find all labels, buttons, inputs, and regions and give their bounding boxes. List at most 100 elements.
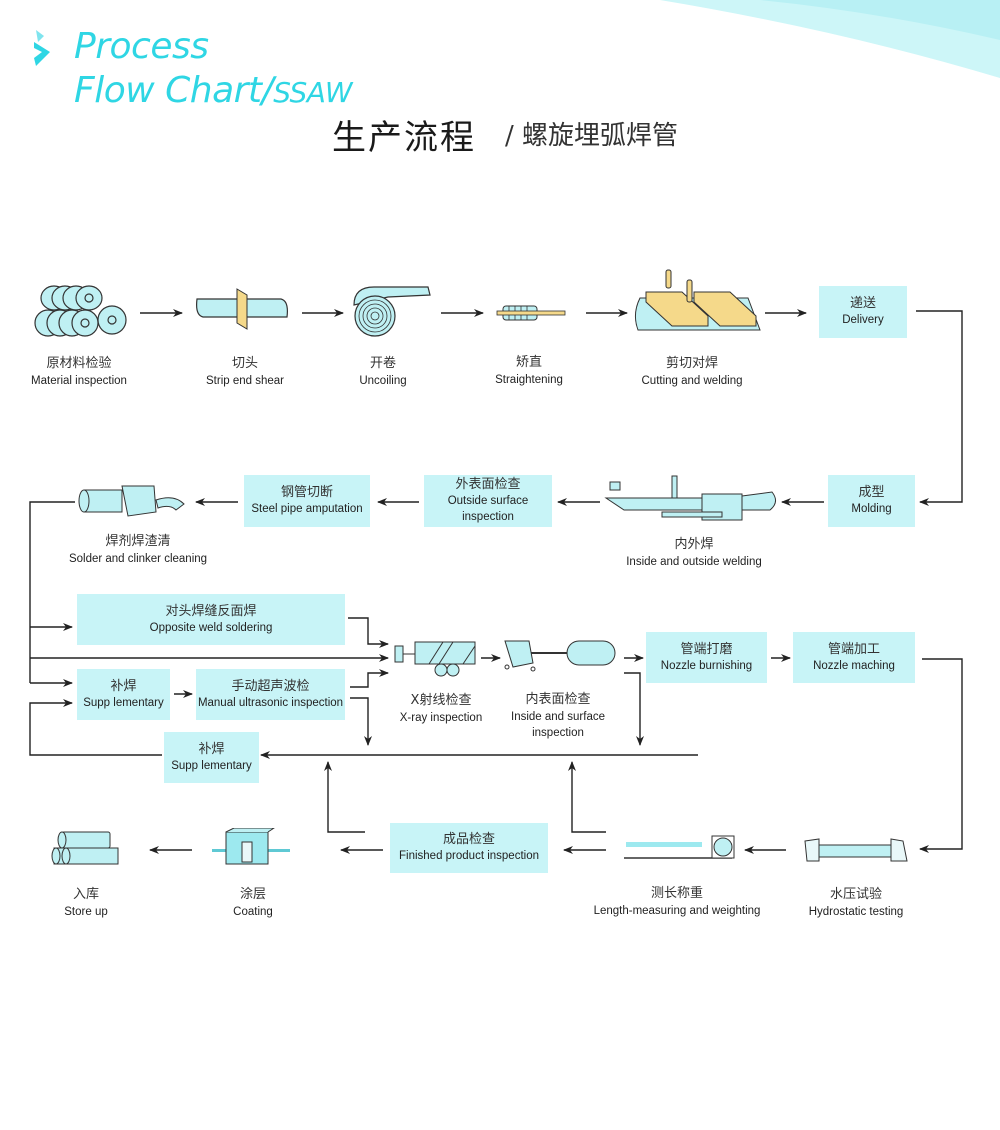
title-cn: 生产流程 <box>332 118 476 158</box>
header-swoosh-decoration <box>660 0 1000 78</box>
steel-coils-icon <box>34 285 127 337</box>
title-en-line2: Flow Chart/SSAW <box>74 70 353 111</box>
step-label-en: Manual ultrasonic inspection <box>197 696 344 709</box>
step-label-en: Supp lementary <box>83 696 164 709</box>
step-straightening: 矫直 Straightening <box>495 354 563 388</box>
welding-machine-icon <box>604 475 776 521</box>
step-finished-product-box: 成品检查 Finished product inspection <box>390 823 548 873</box>
step-label-cn: 递送 <box>849 296 876 311</box>
step-label-cn: 内外焊 <box>674 537 714 552</box>
uncoiling-icon <box>353 286 431 337</box>
step-supplementary-1-box: 补焊 Supp lementary <box>77 669 170 720</box>
step-label-en: Nozzle maching <box>813 659 895 672</box>
step-label-en: Finished product inspection <box>399 850 539 862</box>
line-ultrasonic-to-xray <box>350 669 389 688</box>
line-supp2-to-supp1 <box>29 699 162 756</box>
step-label-en: Store up <box>64 906 108 918</box>
step-label-en: Supp lementary <box>171 759 252 772</box>
step-label-en: Delivery <box>842 314 884 326</box>
coating-booth-icon <box>212 828 290 865</box>
line-length-up <box>568 761 606 833</box>
line-opposite-weld-to-xray <box>348 617 389 648</box>
step-label-cn: 补焊 <box>110 678 137 694</box>
step-label-en: Opposite weld soldering <box>149 621 273 634</box>
line-ultrasonic-down <box>350 697 372 746</box>
title-en-suffix: SSAW <box>273 76 353 109</box>
step-label-en: X-ray inspection <box>399 712 483 724</box>
step-cutting-welding: 剪切对焊 Cutting and welding <box>641 355 742 389</box>
step-label-cn: X射线检查 <box>410 693 472 708</box>
step-ultrasonic-box: 手动超声波检 Manual ultrasonic inspection <box>196 669 345 720</box>
step-label-en: Uncoiling <box>359 375 407 387</box>
subtitle-cn: / 螺旋埋弧焊管 <box>505 121 679 151</box>
step-label-cn: 切头 <box>231 356 258 371</box>
step-label-cn: 钢管切断 <box>280 485 333 500</box>
step-label-cn: 测长称重 <box>650 886 703 901</box>
solder-cleaning-icon <box>78 485 185 517</box>
brand-chevron-icon <box>34 30 50 66</box>
xray-machine-icon <box>394 641 476 677</box>
step-label-cn: 成型 <box>858 485 885 500</box>
step-label-cn: 原材料检验 <box>46 356 112 371</box>
step-nozzle-burnishing-box: 管端打磨 Nozzle burnishing <box>646 632 767 683</box>
step-label-cn: 剪切对焊 <box>665 356 719 371</box>
step-label-en: Hydrostatic testing <box>808 906 904 918</box>
step-hydrostatic-testing: 水压试验 Hydrostatic testing <box>809 886 904 920</box>
step-label-en: Straightening <box>495 374 563 386</box>
step-inside-surface-inspection: 内表面检查 Inside and surface inspection <box>511 691 605 741</box>
line-inside-down <box>624 672 644 746</box>
line-maching-to-hydrostatic <box>919 658 963 853</box>
step-xray-inspection: X射线检查 X-ray inspection <box>400 692 482 726</box>
step-label-cn: 对头焊缝反面焊 <box>165 603 257 619</box>
step-amputation-box: 钢管切断 Steel pipe amputation <box>244 475 370 527</box>
step-supplementary-2-box: 补焊 Supp lementary <box>164 732 259 783</box>
step-label-en: Inside and outside welding <box>626 556 762 568</box>
step-label-cn: 成品检查 <box>442 832 495 847</box>
step-label-cn: 开卷 <box>369 356 396 371</box>
step-uncoiling: 开卷 Uncoiling <box>359 355 406 389</box>
step-inside-outside-welding: 内外焊 Inside and outside welding <box>626 536 762 570</box>
step-label-en: Strip end shear <box>206 375 284 387</box>
step-label-en: Length-measuring and weighting <box>593 905 761 917</box>
length-weighing-icon <box>624 835 735 859</box>
step-label-en: Steel pipe amputation <box>251 503 363 515</box>
straightening-icon <box>496 305 566 321</box>
line-cleaning-trunk <box>29 501 75 683</box>
line-delivery-to-molding <box>916 310 963 506</box>
step-label-en: Nozzle burnishing <box>660 659 753 672</box>
step-label-cn: 涂层 <box>239 887 267 902</box>
step-label-cn: 手动超声波检 <box>231 678 310 694</box>
step-label-en: Molding <box>851 503 892 515</box>
title-en-line1: Process <box>74 26 209 67</box>
step-length-measuring: 测长称重 Length-measuring and weighting <box>594 885 761 919</box>
stored-pipes-icon <box>51 831 119 865</box>
step-label-cn: 内表面检查 <box>525 692 591 707</box>
hydrostatic-test-icon <box>804 838 908 862</box>
title-en-main: Flow Chart/ <box>74 70 274 111</box>
step-label-en: Inside and surface <box>511 711 605 723</box>
step-delivery-box: 递送 Delivery <box>819 286 907 338</box>
step-label-cn: 矫直 <box>515 355 542 370</box>
step-strip-end-shear: 切头 Strip end shear <box>206 355 284 389</box>
step-label-cn: 焊剂焊渣清 <box>105 534 171 549</box>
step-label-cn: 外表面检查 <box>455 477 521 492</box>
step-label-cn: 水压试验 <box>829 887 883 902</box>
step-label-en: Cutting and welding <box>641 375 743 387</box>
step-store-up: 入库 Store up <box>64 886 107 920</box>
step-label-cn: 入库 <box>72 887 100 902</box>
step-molding-box: 成型 Molding <box>828 475 915 527</box>
step-label-en: Outside surface <box>447 495 529 507</box>
step-label-cn: 管端打磨 <box>680 641 733 657</box>
step-label-cn: 补焊 <box>198 741 225 757</box>
inside-inspection-icon <box>504 640 616 672</box>
cutting-welding-icon <box>634 269 761 331</box>
step-opposite-weld-box: 对头焊缝反面焊 Opposite weld soldering <box>77 594 345 645</box>
step-label-en2: inspection <box>532 727 584 739</box>
step-label-en: Material inspection <box>31 375 127 387</box>
strip-shear-icon <box>196 288 288 330</box>
